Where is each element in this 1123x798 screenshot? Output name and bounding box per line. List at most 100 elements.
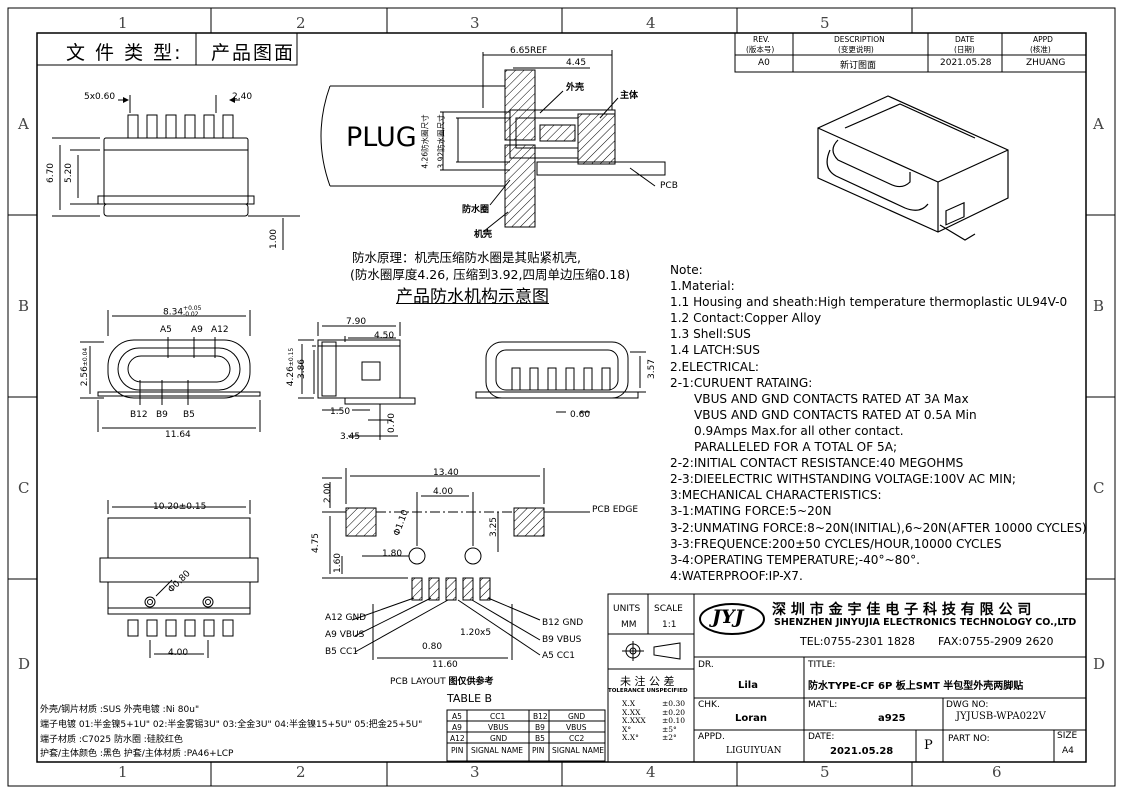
pcb-dim-200: 2.00: [323, 482, 334, 504]
dim-670: 6.70: [46, 162, 57, 184]
tolerance-format: X.XX: [622, 707, 641, 717]
zone-col-6-bottom: 6: [992, 763, 1002, 781]
material-line: 外壳/钢片材质 :SUS 外壳电镀 :Ni 80u": [40, 705, 200, 715]
zone-row-a-right: A: [1093, 115, 1104, 133]
pcb-label: PCB: [660, 181, 678, 191]
note-line: VBUS AND GND CONTACTS RATED AT 0.5A Min: [694, 407, 977, 422]
dim-240: 2.40: [232, 92, 253, 102]
spec-notes: Note:1.Material:1.1 Housing and sheath:H…: [670, 262, 1087, 584]
note-line: 1.2 Contact:Copper Alloy: [670, 311, 822, 326]
dr-value: Lila: [738, 680, 758, 691]
top-view: [52, 95, 300, 250]
tolerance-row: X°±5°: [622, 724, 685, 735]
note-line: 1.3 Shell:SUS: [670, 327, 751, 342]
appd-value: LIGUIYUAN: [726, 746, 782, 756]
rev-header: REV.: [753, 35, 770, 44]
zone-col-3: 3: [470, 14, 480, 32]
rev-desc: 新订图面: [840, 61, 877, 71]
table-b-cell: B5: [535, 734, 545, 743]
company-fax: FAX:0755-2909 2620: [938, 635, 1054, 648]
dim-pitch: 5x0.60: [84, 92, 116, 102]
rev-date: 2021.05.28: [940, 58, 992, 68]
note-line: 3-3:FREQUENCE:200±50 CYCLES/HOUR,10000 C…: [670, 536, 1002, 551]
table-b-cell: A9: [452, 723, 462, 732]
pcb-pin-b5: B5 CC1: [325, 647, 359, 657]
pcb-pin-b12: B12 GND: [542, 618, 584, 628]
table-b-cell: VBUS: [488, 723, 509, 732]
chk-value: Loran: [735, 713, 768, 724]
dim-520: 5.20: [64, 162, 75, 184]
sheet-p: P: [924, 738, 933, 753]
desc-header: DESCRIPTION: [834, 35, 885, 44]
dim-426: 4.26±0.15: [286, 347, 297, 387]
pin-b12: B12: [130, 410, 148, 420]
tolerance-value: ±2°: [662, 733, 677, 742]
zone-col-2: 2: [296, 14, 306, 32]
note-line: 1.Material:: [670, 279, 735, 294]
waterproof-section: [320, 50, 666, 233]
pcb-dim-180: 1.80: [382, 549, 403, 559]
case-label: 机壳: [474, 230, 493, 240]
front-view: [80, 310, 261, 432]
table-b-cell: CC2: [569, 734, 585, 743]
dim-100: 1.00: [269, 228, 280, 250]
note-line: 3:MECHANICAL CHARACTERISTICS:: [670, 488, 882, 503]
zone-row-a: A: [18, 115, 29, 133]
table-b-cell: GND: [490, 734, 508, 743]
tolerance-value: ±5°: [662, 724, 677, 734]
zone-col-5-bottom: 5: [820, 763, 830, 781]
material-line: 护套/主体颜色 :黑色 护套/主体材质 :PA46+LCP: [40, 749, 234, 759]
pcb-pin-b9: B9 VBUS: [542, 635, 582, 645]
dim-834: 8.34+0.05-0.02: [163, 305, 202, 318]
rev-header-cn: (版本号): [746, 45, 775, 54]
zone-col-5: 5: [820, 14, 830, 32]
file-type-label: 文 件 类 型:: [66, 42, 183, 64]
tolerance-row: X.X±0.30: [622, 699, 685, 709]
appd-header-cn: (核准): [1030, 45, 1051, 54]
note-line: 3-2:UNMATING FORCE:8~20N(INITIAL),6~20N(…: [670, 520, 1087, 535]
note-line: Note:: [670, 263, 703, 277]
bottom-view: [99, 500, 259, 658]
zone-row-b-right: B: [1093, 297, 1105, 315]
title-label: TITLE:: [808, 660, 836, 670]
tolerance-format: X.X: [622, 699, 636, 708]
pcb-pin-a5: A5 CC1: [542, 651, 576, 661]
file-type-box: [36, 32, 298, 66]
rear-view: [475, 341, 646, 413]
note-line: 2-2:INITIAL CONTACT RESISTANCE:40 MEGOHM…: [670, 456, 964, 471]
dim-070: 0.70: [387, 412, 398, 434]
dim-426-ring: 4.26防水圈尺寸: [420, 114, 430, 169]
pcb-dim-080: 0.80: [422, 642, 443, 652]
desc-header-cn: (变更说明): [838, 45, 874, 54]
material-line: 端子电镀 01:半金镍5+1U" 02:半金雾锡3U" 03:全金3U" 04:…: [40, 720, 423, 730]
table-b-cell: B9: [535, 723, 545, 732]
dim-386: 3.86: [297, 358, 308, 380]
title-value: 防水TYPE-CF 6P 板上SMT 半包型外壳两脚贴: [808, 681, 1024, 692]
file-type-value: 产品图面: [211, 42, 296, 64]
tolerance-row: X.XX±0.20: [622, 707, 685, 718]
dwg-value: JYJUSB-WPA022V: [956, 711, 1046, 722]
dim-392-ring: 3.92防水圈尺寸: [436, 114, 446, 169]
dim-357: 3.57: [647, 358, 658, 380]
ring-label: 防水圈: [462, 205, 490, 215]
pcb-pin-a9: A9 VBUS: [325, 630, 365, 640]
company-logo: JYJ: [712, 606, 744, 628]
pcb-dim-1160: 11.60: [432, 660, 458, 670]
tolerance-en: TOLERANCE UNSPECIFIED: [608, 688, 688, 694]
material-line: 端子材质 :C7025 防水圈 :硅胶红色: [40, 735, 183, 745]
note-line: PARALLELED FOR A TOTAL OF 5A;: [694, 440, 898, 455]
pcb-caption: PCB LAYOUT 图仅供参考: [390, 677, 494, 687]
note-line: VBUS AND GND CONTACTS RATED AT 3A Max: [694, 391, 969, 406]
company-tel: TEL:0755-2301 1828: [800, 635, 915, 648]
zone-row-b: B: [18, 297, 30, 315]
table-b-cell: GND: [568, 712, 586, 721]
pcb-dim-325: 3.25: [489, 516, 500, 538]
principle-line-2: (防水圈厚度4.26, 压缩到3.92,四周单边压缩0.18): [350, 267, 631, 282]
size-value: A4: [1062, 746, 1074, 756]
dim-400-bottom: 4.00: [168, 648, 189, 658]
tolerance-value: ±0.10: [662, 716, 685, 725]
table-b-cell: CC1: [490, 712, 506, 721]
dim-1164: 11.64: [165, 430, 191, 440]
units-value: MM: [621, 620, 637, 630]
